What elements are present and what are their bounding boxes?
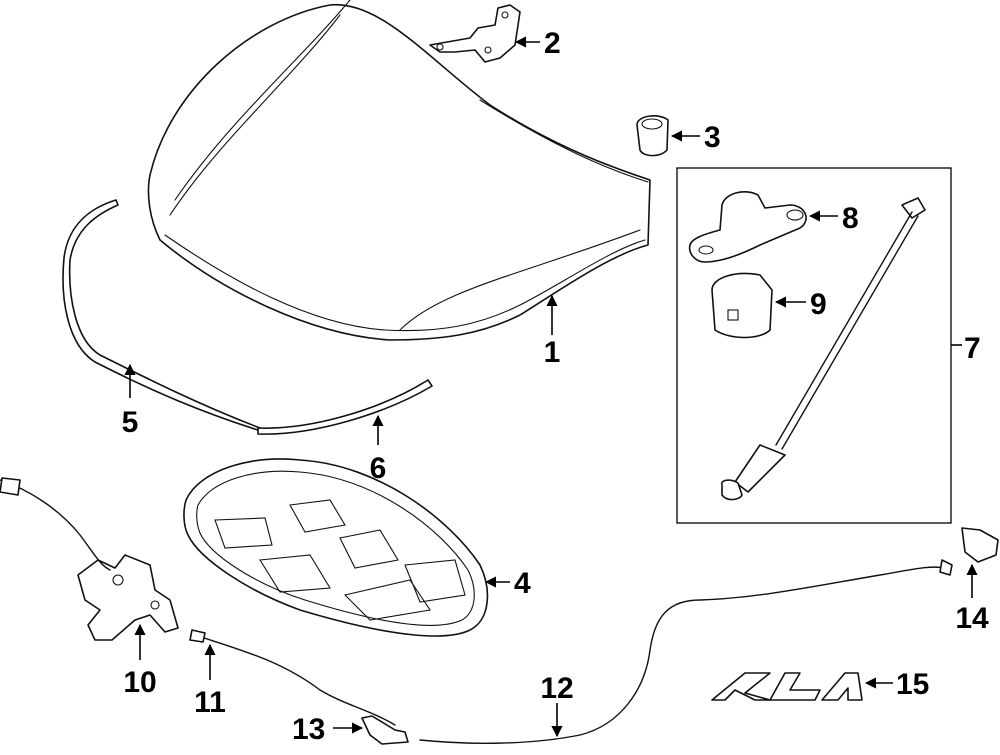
cable-clip [961, 527, 999, 563]
callout-label: 8 [842, 202, 859, 235]
callout-label: 1 [544, 336, 561, 369]
hood-lift-strut [720, 197, 926, 501]
strut-grommet [711, 272, 773, 339]
callout-label: 13 [292, 713, 325, 746]
callout-13: 13 [292, 713, 364, 746]
callout-12: 12 [540, 672, 574, 738]
callout-9: 9 [774, 288, 827, 321]
release-cable [419, 559, 953, 744]
callout-10: 10 [123, 623, 157, 699]
release-handle [361, 715, 409, 745]
callout-label: 9 [810, 288, 827, 321]
callout-2: 2 [514, 27, 561, 60]
callout-label: 15 [896, 668, 929, 701]
callout-7: 7 [951, 332, 981, 365]
hood-insulator [183, 458, 489, 637]
hood-latch [0, 477, 179, 641]
hood-hinge [429, 4, 521, 63]
rear-seal [257, 379, 433, 435]
callout-label: 10 [123, 666, 156, 699]
callout-label: 12 [540, 672, 573, 705]
support-bracket [688, 191, 807, 263]
callout-5: 5 [122, 363, 139, 439]
callout-label: 7 [964, 332, 981, 365]
release-cable-front [189, 629, 396, 726]
hood-bumper [636, 115, 669, 157]
callout-label: 11 [194, 686, 226, 719]
parts-group-frame [676, 167, 952, 524]
callout-3: 3 [670, 121, 721, 154]
callout-label: 14 [955, 602, 989, 635]
callout-15: 15 [864, 668, 929, 701]
callout-11: 11 [194, 643, 226, 719]
callout-8: 8 [808, 202, 859, 235]
callout-label: 2 [544, 27, 561, 60]
kia-emblem [711, 672, 863, 701]
hood-panel [147, 0, 651, 341]
callout-label: 6 [370, 452, 387, 485]
callout-14: 14 [955, 563, 989, 635]
callout-label: 5 [122, 406, 139, 439]
callout-label: 4 [514, 567, 531, 600]
callout-4: 4 [484, 567, 531, 600]
callout-1: 1 [544, 294, 561, 369]
callout-6: 6 [370, 414, 387, 485]
callout-label: 3 [704, 121, 721, 154]
